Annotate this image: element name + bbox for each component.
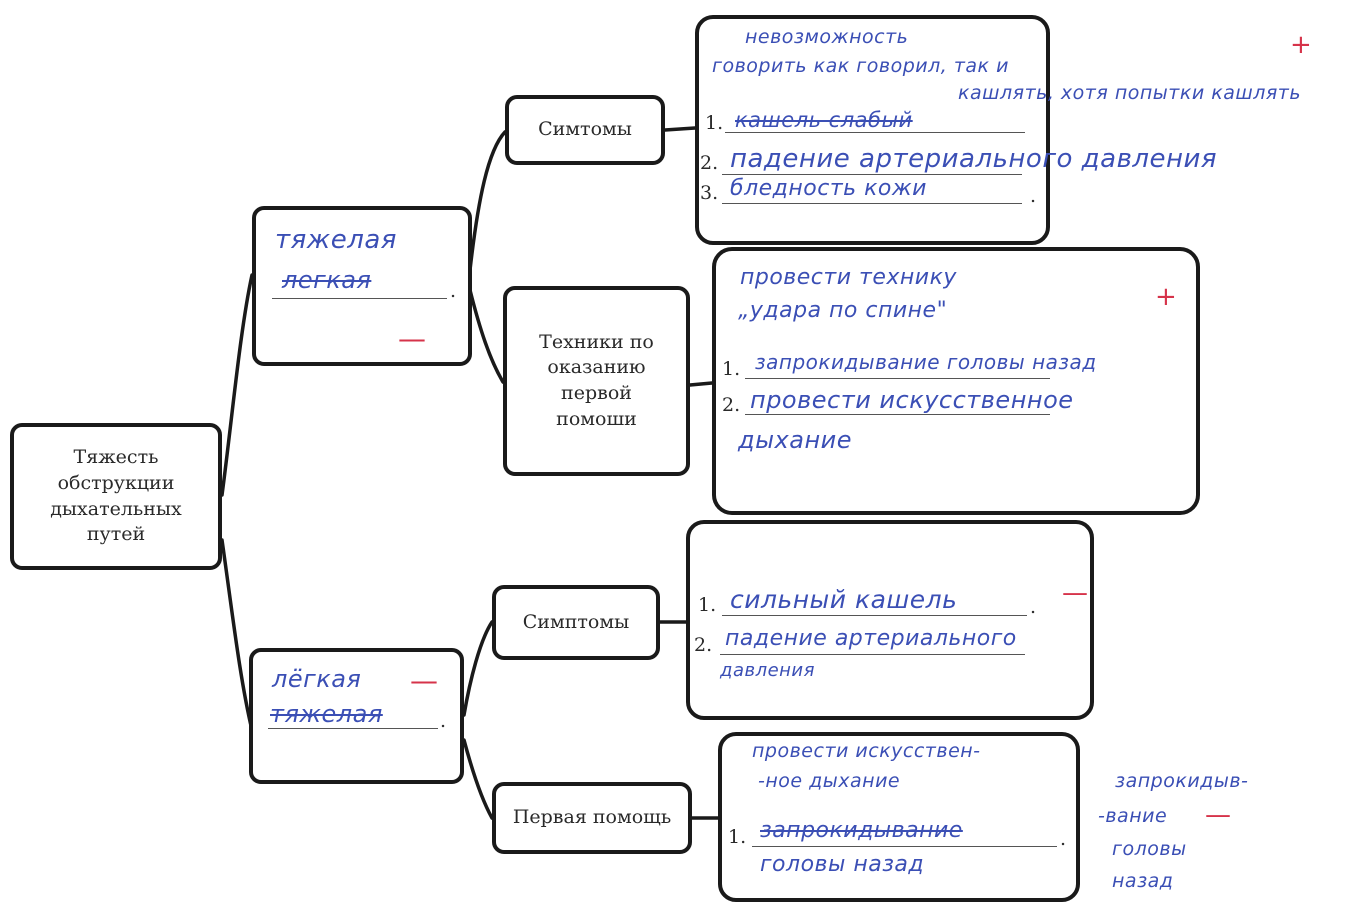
upper-symptom-1-text: кашель слабый — [735, 108, 913, 132]
upper-firstaid-label: Техники по оказанию первой помоши — [539, 330, 654, 430]
lower-firstaid-node — [492, 782, 692, 854]
lower-firstaid-1-line — [752, 846, 1057, 847]
upper-firstaid-answer — [712, 247, 1200, 515]
upper-symptom-1-num: 1. — [705, 112, 724, 134]
upper-symptom-3-num: 3. — [700, 182, 719, 204]
lower-firstaid-note-2: -вание — [1098, 805, 1168, 827]
upper-degree-node — [252, 206, 472, 366]
lower-firstaid-cont: головы назад — [760, 852, 925, 877]
upper-symptom-2-line — [722, 174, 1022, 175]
upper-symptoms-intro1: невозможность — [745, 26, 909, 48]
lower-degree-answer-line — [268, 728, 438, 729]
upper-firstaid-1-line — [745, 378, 1050, 379]
upper-symptom-2-text: падение артериального давления — [730, 144, 1218, 174]
lower-degree-line2: тяжелая — [270, 700, 383, 728]
lower-degree-period: . — [440, 710, 447, 732]
upper-symptoms-intro2: говорить как говорил, так и — [712, 55, 1009, 77]
lower-firstaid-note-3: головы — [1112, 838, 1187, 860]
lower-firstaid-1-text: запрокидывание — [760, 818, 963, 843]
connector-lower-symptoms — [462, 620, 494, 717]
upper-degree-period: . — [450, 280, 457, 302]
upper-degree-line2: легкая — [282, 266, 372, 294]
upper-firstaid-2-line — [745, 414, 1050, 415]
lower-symptom-2-line — [720, 654, 1025, 655]
lower-symptom-1-text: сильный кашель — [730, 585, 958, 614]
lower-firstaid-note-1: запрокидыв- — [1115, 770, 1249, 792]
lower-symptoms-minus-mark: — — [1062, 578, 1088, 608]
upper-symptom-3-text: бледность кожи — [730, 176, 927, 201]
upper-firstaid-2-text: провести искусственное — [750, 386, 1074, 414]
lower-firstaid-intro1: провести искусствен- — [752, 740, 981, 762]
upper-symptoms-plus-mark: + — [1290, 30, 1312, 60]
lower-firstaid-note-4: назад — [1112, 870, 1174, 892]
root-label: Тяжесть обструкции дыхательных путей — [50, 446, 182, 546]
connector-lower-firstaid — [462, 738, 494, 820]
lower-degree-node — [249, 648, 464, 784]
upper-symptom-3-period: . — [1030, 185, 1037, 207]
upper-degree-line1: тяжелая — [275, 225, 397, 255]
upper-symptom-1-line — [725, 132, 1025, 133]
upper-degree-answer-line — [272, 298, 447, 299]
connector-upper-symptoms — [468, 130, 507, 272]
lower-symptom-2-text: падение артериального — [725, 626, 1017, 651]
lower-symptom-1-period: . — [1030, 596, 1037, 618]
upper-firstaid-cont: дыхание — [738, 426, 853, 454]
lower-firstaid-label: Первая помощь — [512, 806, 672, 829]
lower-symptoms-label: Симптомы — [522, 610, 630, 633]
lower-firstaid-answer — [718, 732, 1080, 902]
connector-root-lower — [220, 538, 254, 732]
lower-symptoms-node — [492, 585, 660, 660]
root-node — [10, 423, 222, 570]
upper-symptoms-answer — [695, 15, 1050, 245]
lower-firstaid-1-num: 1. — [728, 826, 747, 848]
upper-symptom-2-num: 2. — [700, 152, 719, 174]
upper-firstaid-1-num: 1. — [722, 358, 741, 380]
lower-degree-minus-mark: — — [410, 664, 438, 697]
connector-firstaid-answer — [688, 381, 714, 387]
connector-root-upper — [220, 273, 254, 497]
upper-firstaid-1-text: запрокидывание головы назад — [755, 350, 1097, 374]
upper-symptom-3-line — [722, 203, 1022, 204]
lower-firstaid-1-period: . — [1060, 828, 1067, 850]
connector-upper-firstaid — [468, 288, 505, 384]
upper-degree-minus-mark: — — [398, 322, 426, 355]
lower-firstaid-intro2: -ное дыхание — [758, 770, 901, 792]
lower-symptom-1-line — [722, 615, 1027, 616]
upper-symptoms-node — [505, 95, 665, 165]
lower-symptom-1-num: 1. — [698, 594, 717, 616]
upper-firstaid-plus-mark: + — [1155, 282, 1177, 312]
lower-symptom-2-num: 2. — [694, 634, 713, 656]
lower-symptoms-answer — [686, 520, 1094, 720]
lower-symptom-2-cont: давления — [720, 660, 815, 681]
upper-symptoms-intro3: кашлять, хотя попытки кашлять — [958, 82, 1302, 104]
upper-symptoms-label: Симтомы — [538, 118, 632, 141]
upper-firstaid-2-num: 2. — [722, 394, 741, 416]
upper-firstaid-intro2: „удара по спине" — [738, 298, 948, 323]
upper-firstaid-node — [503, 286, 690, 476]
lower-degree-line1: лёгкая — [272, 665, 362, 693]
upper-firstaid-intro1: провести технику — [740, 265, 957, 290]
connector-symptoms-answer — [663, 126, 697, 132]
lower-firstaid-minus-mark: — — [1205, 800, 1231, 830]
